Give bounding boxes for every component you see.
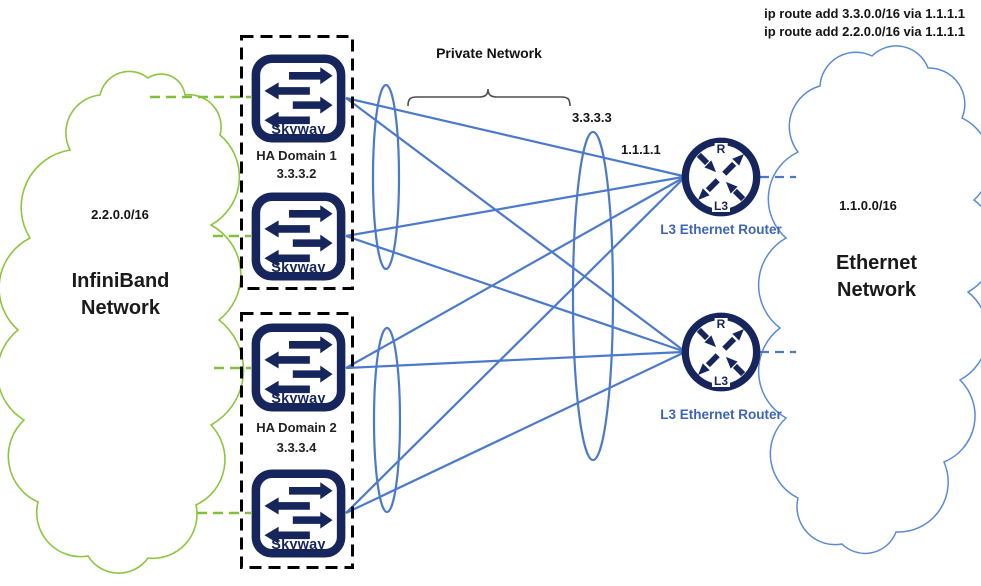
skyway-icon bbox=[251, 323, 346, 412]
private-network-label: Private Network bbox=[436, 45, 542, 61]
skyway-device-label: Skyway bbox=[271, 260, 326, 276]
skyway-icon bbox=[251, 469, 346, 558]
router-bottom-letter: L3 bbox=[711, 199, 731, 213]
skyway-3: Skyway bbox=[251, 323, 346, 412]
segment-ellipse-ha1 bbox=[371, 83, 401, 271]
link-s2-r2 bbox=[345, 234, 684, 353]
skyway-4: Skyway bbox=[251, 469, 346, 558]
ethernet-subnet-label: 1.1.0.0/16 bbox=[839, 198, 897, 213]
link-s4-r1 bbox=[345, 178, 684, 514]
l3-router-1-label: L3 Ethernet Router bbox=[660, 222, 782, 237]
l3-router-icon bbox=[681, 312, 761, 392]
link-s3-r1 bbox=[345, 177, 684, 369]
ethernet-cloud-shape bbox=[757, 45, 981, 555]
router-top-letter: R bbox=[714, 317, 728, 331]
skyway-device-label: Skyway bbox=[271, 391, 326, 407]
ha-domain-2-box bbox=[240, 312, 354, 569]
ip-route-commands: ip route add 3.3.0.0/16 via 1.1.1.1 ip r… bbox=[764, 5, 965, 41]
skyway-icon bbox=[251, 54, 346, 143]
segment-ellipse-router-side bbox=[571, 130, 615, 462]
infiniband-cloud-shape bbox=[0, 70, 245, 574]
network-segment-ellipses bbox=[371, 83, 615, 514]
router-uplink-ip-label: 1.1.1.1 bbox=[621, 142, 661, 157]
ha-domain-1-ip: 3.3.3.2 bbox=[276, 166, 317, 181]
skyway-1: Skyway bbox=[251, 54, 346, 143]
ha-domain-1-box bbox=[240, 35, 354, 290]
link-s4-r2 bbox=[345, 352, 684, 514]
l3-router-2: R L3 bbox=[680, 311, 762, 393]
ip-route-line-1: ip route add 3.3.0.0/16 via 1.1.1.1 bbox=[764, 6, 965, 21]
skyway-2: Skyway bbox=[251, 192, 346, 281]
l3-router-1: R L3 bbox=[680, 136, 762, 218]
link-s2-r1 bbox=[345, 175, 684, 238]
ha-domain-1-title: HA Domain 1 bbox=[256, 148, 337, 163]
link-s1-r2 bbox=[345, 97, 684, 351]
skyway-device-label: Skyway bbox=[271, 537, 326, 553]
infiniband-skyway-links bbox=[150, 95, 251, 515]
infiniband-subnet-label: 2.2.0.0/16 bbox=[91, 207, 149, 222]
ip-route-line-2: ip route add 2.2.0.0/16 via 1.1.1.1 bbox=[764, 24, 965, 39]
router-bottom-letter: L3 bbox=[711, 374, 731, 388]
ha-domain-2-ip: 3.3.3.4 bbox=[276, 440, 317, 455]
private-network-brace bbox=[407, 88, 571, 107]
ethernet-cloud-name: Ethernet Network bbox=[835, 252, 918, 301]
skyway-device-label: Skyway bbox=[271, 122, 326, 138]
l3-router-icon bbox=[681, 137, 761, 217]
ha-domain-2-title: HA Domain 2 bbox=[256, 420, 337, 435]
link-s1-r1 bbox=[345, 96, 684, 178]
private-network-mesh-links bbox=[345, 96, 684, 514]
segment-ellipse-ha2 bbox=[372, 326, 402, 514]
infiniband-cloud-name: InfiniBand Network bbox=[71, 270, 170, 319]
router-top-letter: R bbox=[714, 142, 728, 156]
private-ip-label: 3.3.3.3 bbox=[572, 110, 612, 125]
l3-router-2-label: L3 Ethernet Router bbox=[660, 407, 782, 422]
link-s3-r2 bbox=[345, 350, 684, 370]
skyway-icon bbox=[251, 192, 346, 281]
router-ethernet-links bbox=[760, 175, 796, 354]
